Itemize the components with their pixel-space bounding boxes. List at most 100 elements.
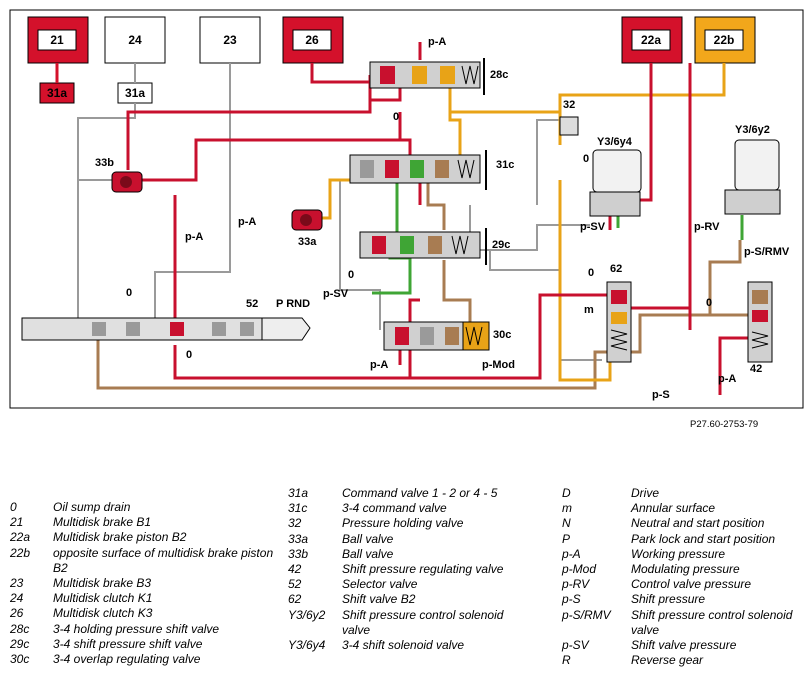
svg-text:p-A: p-A: [370, 359, 388, 371]
legend-text: Ball valve: [342, 531, 394, 546]
legend-key: Y3/6y2: [288, 607, 326, 622]
legend-row: Y3/6y2 Shift pressure control solenoid va…: [288, 608, 518, 638]
legend-text: Shift valve B2: [342, 592, 416, 607]
box-21: 21: [27, 16, 89, 64]
legend-text: Shift pressure control solenoid valve: [342, 607, 504, 637]
legend-text: 3-4 command valve: [342, 501, 447, 516]
svg-text:23: 23: [223, 33, 237, 47]
legend-text: Park lock and start position: [631, 531, 776, 546]
legend-text: Pressure holding valve: [342, 516, 464, 531]
legend-text: Multidisk brake B3: [53, 576, 152, 591]
box-22a: 22a: [621, 16, 683, 64]
legend-row: p-RV Control valve pressure: [562, 577, 807, 592]
legend-text: Shift valve pressure: [631, 638, 737, 653]
legend-row: 31a Command valve 1 - 2 or 4 - 5: [288, 486, 518, 501]
legend-text: 3-4 overlap regulating valve: [53, 652, 201, 667]
legend-key: p-S: [562, 592, 581, 607]
selector-valve-52: [21, 317, 311, 341]
legend-key: P: [562, 531, 571, 546]
legend-key: 31a: [288, 486, 309, 500]
svg-text:32: 32: [563, 99, 575, 111]
box-31a-mid: 31a: [117, 82, 153, 104]
legend-key: 33a: [288, 531, 309, 546]
legend-row: 21 Multidisk brake B1: [10, 515, 285, 530]
svg-text:29c: 29c: [492, 239, 510, 251]
legend-key: p-RV: [562, 577, 590, 592]
svg-text:28c: 28c: [490, 69, 508, 81]
solenoid-y36y2: [724, 139, 781, 215]
legend-text: Ball valve: [342, 546, 394, 561]
legend-key: p-SV: [562, 638, 589, 653]
legend-text: Control valve pressure: [631, 577, 752, 592]
valve-42: [747, 281, 773, 363]
svg-text:p-A: p-A: [238, 216, 256, 228]
svg-text:0: 0: [348, 269, 354, 281]
svg-text:52: 52: [246, 298, 258, 310]
legend-text: Working pressure: [631, 546, 726, 561]
legend-row: 52 Selector valve: [288, 577, 518, 592]
svg-text:0: 0: [393, 111, 399, 123]
solenoid-y36y4: [589, 149, 642, 217]
legend-key: R: [562, 653, 571, 668]
svg-text:22a: 22a: [641, 33, 661, 47]
svg-text:22b: 22b: [714, 33, 735, 47]
legend-text: Reverse gear: [631, 653, 704, 668]
legend-text: Multidisk brake piston B2: [53, 530, 187, 545]
box-23: 23: [199, 16, 261, 64]
legend-key: p-S/RMV: [562, 607, 611, 622]
legend-text: Multidisk brake B1: [53, 515, 152, 530]
svg-text:0: 0: [588, 267, 594, 279]
svg-text:0: 0: [583, 153, 589, 165]
legend-text: 3-4 holding pressure shift valve: [53, 621, 220, 636]
valve-62: [606, 281, 632, 363]
svg-text:Y3/6y2: Y3/6y2: [735, 124, 770, 136]
legend-text: 3-4 shift solenoid valve: [342, 638, 465, 653]
svg-text:33a: 33a: [298, 236, 317, 248]
legend-key: 0: [10, 500, 17, 514]
legend-text: Neutral and start position: [631, 516, 765, 531]
legend-key: m: [562, 501, 572, 516]
legend-key: 22a: [10, 530, 31, 545]
legend-text: Multidisk clutch K3: [53, 606, 153, 621]
svg-text:p-A: p-A: [718, 373, 736, 385]
box-24: 24: [104, 16, 166, 64]
diagram-labels: p-A 28c 0 32 0 Y3/6y4 Y3/6y2 33b 31c p-A…: [95, 36, 790, 401]
svg-text:0: 0: [186, 349, 192, 361]
legend-text: Shift pressure control solenoid valve: [631, 607, 793, 637]
hydraulic-diagram: 21 31a 24 31a 23 26 22a 22b: [9, 9, 804, 409]
valve-28c: [369, 58, 485, 95]
valve-30c: [383, 321, 490, 351]
legend-key: 21: [10, 515, 24, 530]
legend-text: Selector valve: [342, 577, 418, 592]
legend-text: Command valve 1 - 2 or 4 - 5: [342, 486, 498, 500]
legend-key: 24: [10, 591, 24, 606]
legend-column-2: 31a Command valve 1 - 2 or 4 - 5 31c 3-4 co…: [288, 486, 518, 653]
legend-row: R Reverse gear: [562, 653, 807, 668]
svg-text:30c: 30c: [493, 329, 511, 341]
legend-key: 52: [288, 577, 302, 592]
svg-text:0: 0: [126, 287, 132, 299]
legend-key: 31c: [288, 501, 308, 516]
legend-text: Shift pressure regulating valve: [342, 562, 504, 577]
legend-key: N: [562, 516, 571, 531]
legend-row: N Neutral and start position: [562, 516, 807, 531]
svg-text:p-S: p-S: [652, 389, 670, 401]
svg-text:p-A: p-A: [428, 36, 446, 48]
svg-text:p-RV: p-RV: [694, 221, 720, 233]
svg-text:31a: 31a: [47, 86, 67, 100]
legend-text: Shift pressure: [631, 592, 706, 607]
svg-text:m: m: [584, 304, 594, 316]
legend-row: P Park lock and start position: [562, 532, 807, 547]
legend-text: Modulating pressure: [631, 562, 740, 577]
